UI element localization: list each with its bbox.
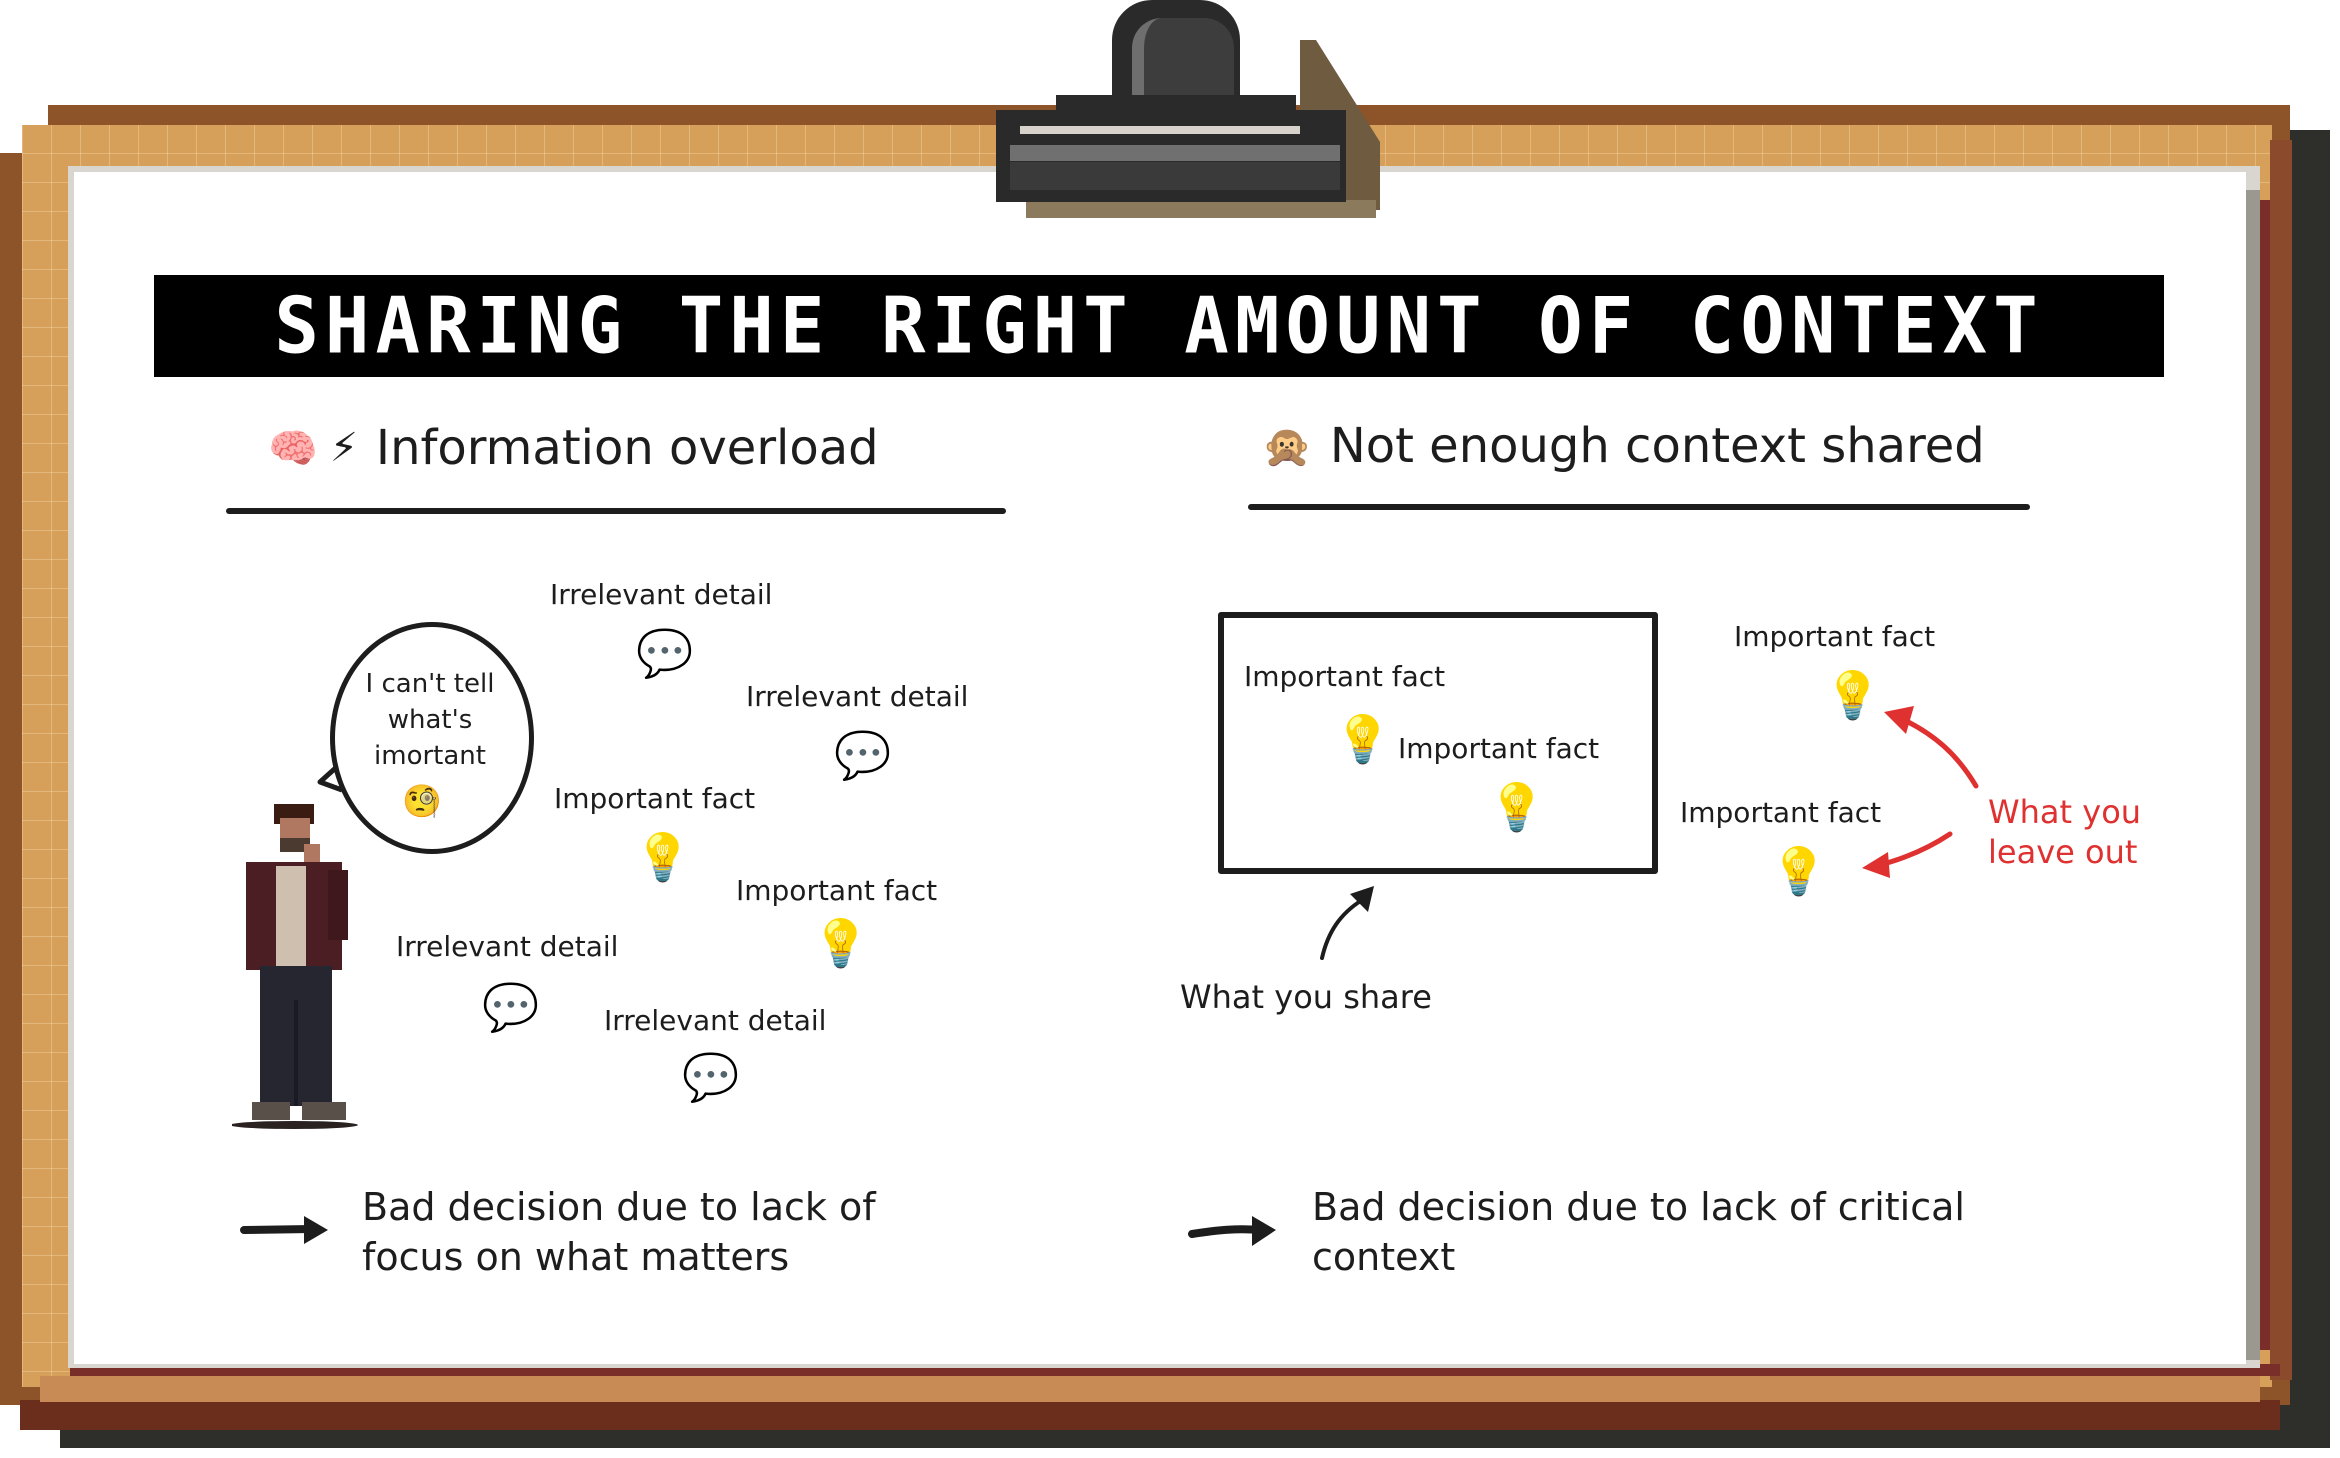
thinking-person-illustration bbox=[232, 804, 358, 1129]
clip-base-band bbox=[1010, 145, 1340, 161]
title-bar: SHARING THE RIGHT AMOUNT OF CONTEXT bbox=[154, 275, 2164, 377]
left-heading: 🧠 ⚡ Information overload bbox=[268, 420, 879, 476]
what-you-share-arrow-icon bbox=[1320, 886, 1374, 960]
light-bulb-icon: 💡 bbox=[1334, 712, 1392, 766]
irrelevant-detail-label: Irrelevant detail bbox=[746, 680, 969, 713]
irrelevant-detail-label: Irrelevant detail bbox=[550, 578, 773, 611]
left-out-arrows-icon bbox=[1862, 706, 1979, 878]
light-bulb-icon: 💡 bbox=[1488, 780, 1546, 834]
what-you-share-caption: What you share bbox=[1180, 978, 1432, 1016]
clipboard-frame-right-brown bbox=[2270, 140, 2292, 1380]
speak-no-evil-monkey-icon: 🙊 bbox=[1262, 423, 1312, 470]
light-bulb-icon: 💡 bbox=[812, 916, 870, 970]
lightning-icon: ⚡ bbox=[329, 425, 358, 471]
right-summary: Bad decision due to lack of critical con… bbox=[1312, 1185, 1965, 1279]
right-heading: 🙊 Not enough context shared bbox=[1262, 418, 1985, 474]
clipboard-frame-bottom-deep bbox=[20, 1400, 2280, 1430]
arrow-right-icon bbox=[240, 1216, 328, 1244]
right-heading-underline bbox=[1248, 504, 2030, 510]
light-bulb-icon: 💡 bbox=[1824, 668, 1882, 722]
shared-context-box bbox=[1218, 612, 1658, 874]
irrelevant-detail-label: Irrelevant detail bbox=[396, 930, 619, 963]
clip-base-lower bbox=[1010, 162, 1340, 190]
clip-shadow bbox=[1026, 200, 1376, 218]
right-heading-text: Not enough context shared bbox=[1329, 418, 1985, 474]
left-summary: Bad decision due to lack of focus on wha… bbox=[362, 1185, 876, 1279]
speech-balloon-icon: 💬 bbox=[682, 1050, 740, 1104]
speech-balloon-icon: 💬 bbox=[834, 728, 892, 782]
important-fact-label: Important fact bbox=[1398, 732, 1600, 765]
face-with-monocle-icon: 🧐 bbox=[402, 782, 442, 820]
left-heading-text: Information overload bbox=[375, 420, 879, 476]
important-fact-label: Important fact bbox=[1244, 660, 1446, 693]
speech-bubble bbox=[330, 622, 534, 854]
speech-balloon-icon: 💬 bbox=[482, 980, 540, 1034]
light-bulb-icon: 💡 bbox=[634, 830, 692, 884]
irrelevant-detail-label: Irrelevant detail bbox=[604, 1004, 827, 1037]
clipboard-frame-bottom-band bbox=[40, 1376, 2260, 1402]
speech-bubble-text: I can't tell what's imortant bbox=[365, 669, 495, 771]
important-fact-label: Important fact bbox=[1680, 796, 1882, 829]
left-heading-underline bbox=[226, 508, 1006, 514]
important-fact-label: Important fact bbox=[1734, 620, 1936, 653]
clip-base-highlight bbox=[1020, 126, 1300, 134]
clip-top-highlight bbox=[1132, 18, 1234, 110]
light-bulb-icon: 💡 bbox=[1770, 844, 1828, 898]
what-you-leave-out-caption: What you leave out bbox=[1988, 793, 2142, 871]
arrow-right-icon bbox=[1188, 1216, 1276, 1246]
important-fact-label: Important fact bbox=[736, 874, 938, 907]
brain-icon: 🧠 bbox=[268, 425, 318, 472]
page-title: SHARING THE RIGHT AMOUNT OF CONTEXT bbox=[274, 280, 2044, 372]
speech-balloon-icon: 💬 bbox=[636, 626, 694, 680]
important-fact-label: Important fact bbox=[554, 782, 756, 815]
